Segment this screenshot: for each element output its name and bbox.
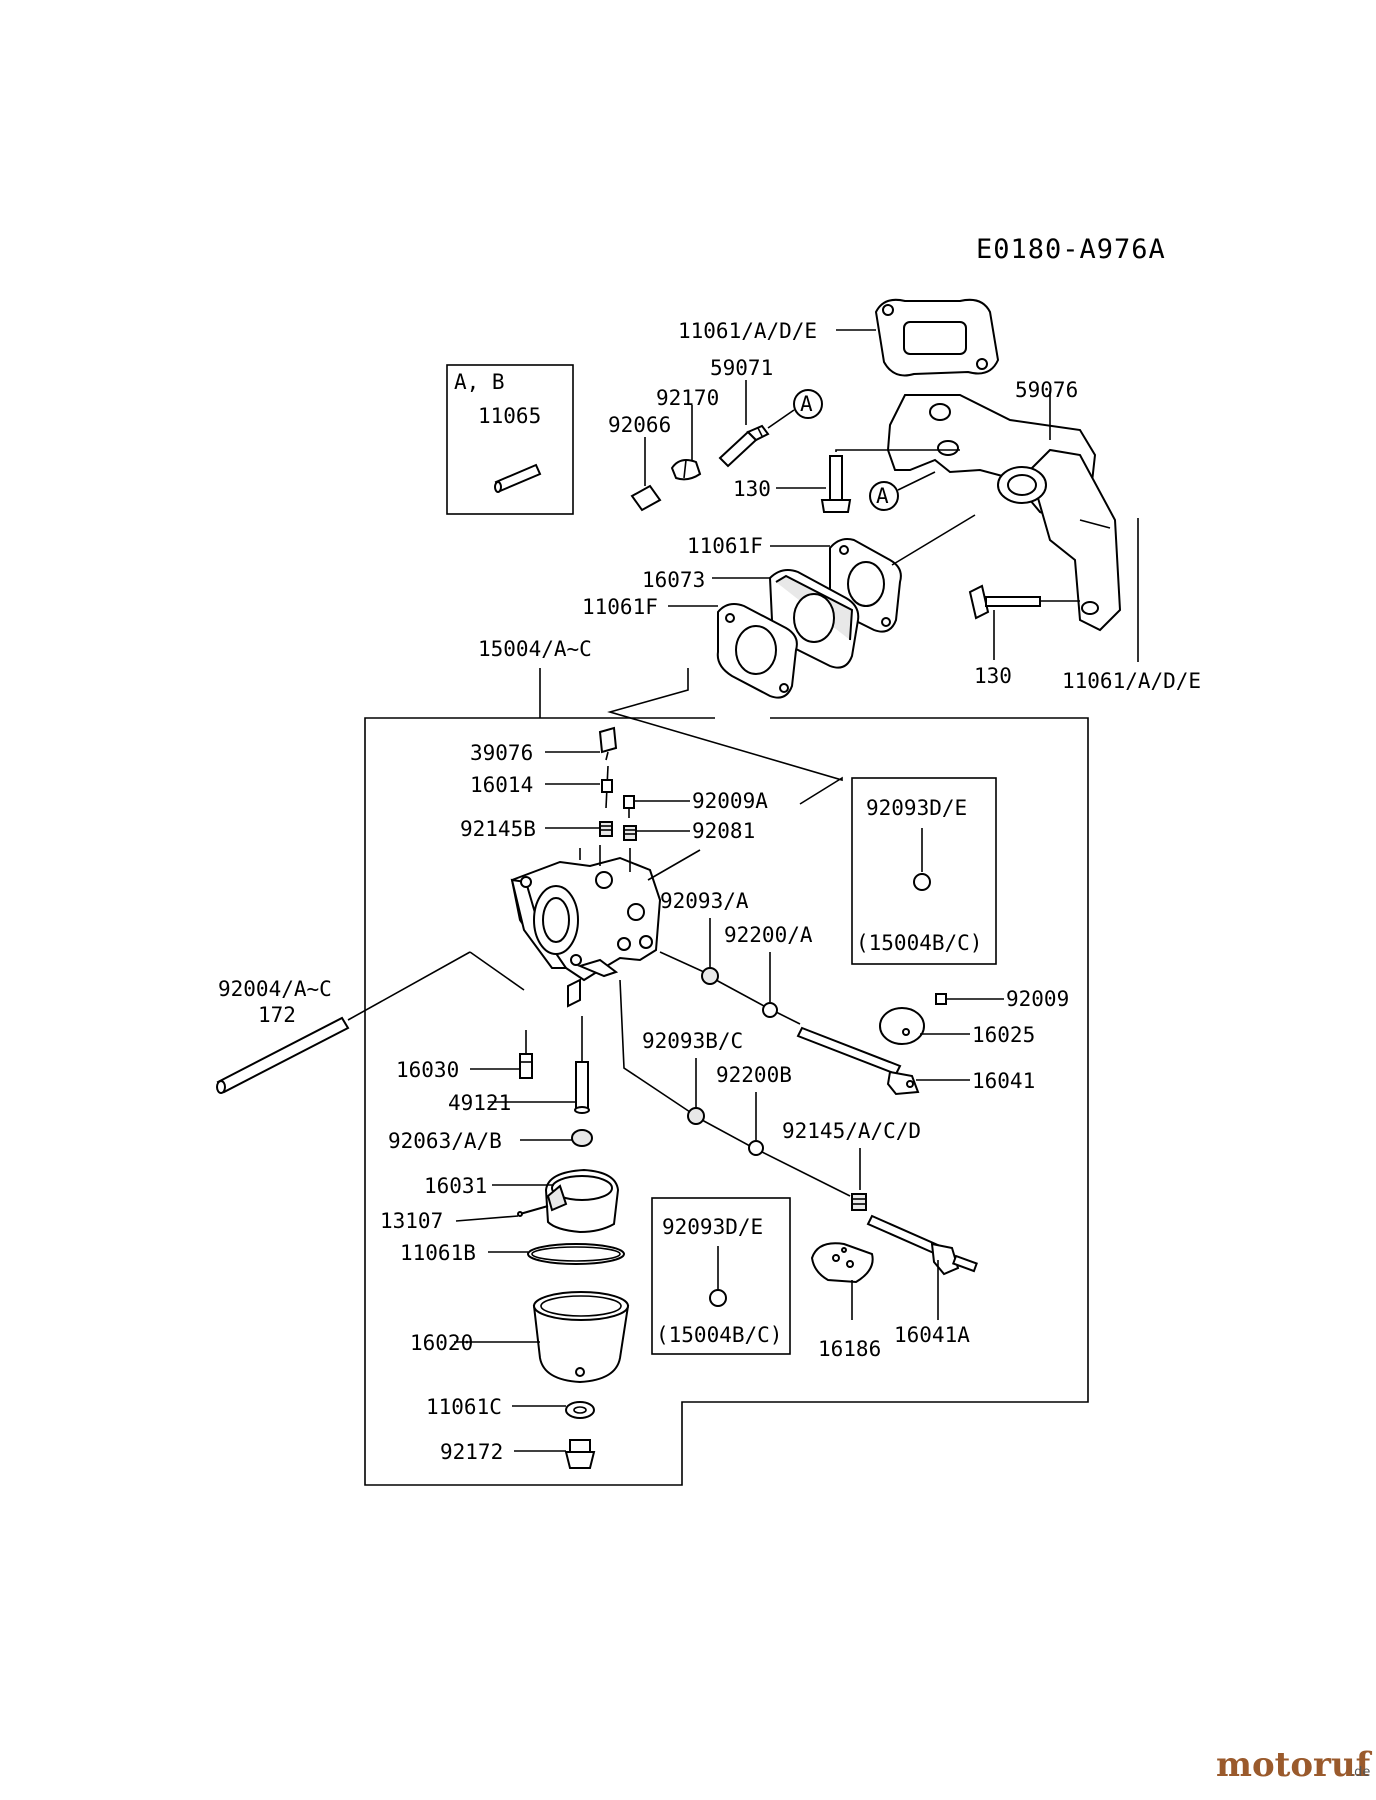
label-16186: 16186 — [818, 1337, 881, 1361]
label-92066: 92066 — [608, 413, 671, 437]
plate-16186-part — [810, 1242, 874, 1284]
label-11061b: 11061B — [400, 1241, 476, 1265]
spring-92145acd-part — [851, 1193, 867, 1211]
label-11061-ade-top: 11061/A/D/E — [678, 319, 817, 343]
gasket-11061c-part — [565, 1401, 595, 1419]
plate-16025-part — [879, 1007, 925, 1045]
label-15004: 15004/A~C — [478, 637, 592, 661]
oring-92093bc-part — [687, 1107, 705, 1125]
box-d2-part: 92093D/E — [662, 1215, 763, 1239]
spring-92145b-part — [599, 821, 613, 837]
label-16014: 16014 — [470, 773, 533, 797]
label-39076: 39076 — [470, 741, 533, 765]
label-11061c: 11061C — [426, 1395, 502, 1419]
label-59076: 59076 — [1015, 378, 1078, 402]
carburetor-body-part — [510, 856, 662, 1008]
box-d2-note: (15004B/C) — [656, 1323, 782, 1347]
svg-text:A: A — [876, 484, 889, 508]
screw-92009a-part — [623, 795, 635, 818]
diagram-code: E0180-A976A — [976, 234, 1166, 265]
label-92063: 92063/A/B — [388, 1129, 502, 1153]
cap-92066-part — [630, 484, 662, 512]
bolt-130-lower-part — [968, 584, 1041, 620]
label-16073: 16073 — [642, 568, 705, 592]
label-130b: 130 — [974, 664, 1012, 688]
box-92093de-lower: 92093D/E (15004B/C) — [651, 1197, 791, 1355]
bolt-130-upper-part — [820, 455, 852, 513]
carburetor-frame — [364, 717, 1089, 1486]
label-92093a: 92093/A — [660, 889, 749, 913]
label-92145b: 92145B — [460, 817, 536, 841]
label-16020: 16020 — [410, 1331, 473, 1355]
gasket-11061b-part — [527, 1243, 625, 1265]
box-ab-title: A, B — [454, 370, 505, 394]
shaft-16041-part — [796, 1026, 920, 1096]
ref-marker-a-lower: A — [869, 471, 936, 511]
label-92004: 92004/A~C — [218, 977, 332, 1001]
label-92093bc: 92093B/C — [642, 1029, 743, 1053]
fitting-59071-part — [718, 424, 770, 468]
label-92009: 92009 — [1006, 987, 1069, 1011]
pin-11065-part — [494, 463, 542, 493]
label-11061f-1: 11061F — [687, 534, 763, 558]
box-ab-part: 11065 — [478, 404, 541, 428]
gasket-11061f-left-part — [716, 603, 798, 699]
label-92145acd: 92145/A/C/D — [782, 1119, 921, 1143]
bolt-92172-part — [564, 1439, 596, 1469]
box-d1-part: 92093D/E — [866, 796, 967, 820]
float-16031-part — [544, 1168, 620, 1234]
box-ab: A, B 11065 — [446, 364, 574, 515]
tube-49121-part — [574, 1061, 590, 1114]
nut-92063-part — [571, 1129, 593, 1147]
jet-16030-part — [519, 1053, 533, 1079]
label-16041: 16041 — [972, 1069, 1035, 1093]
label-92170: 92170 — [656, 386, 719, 410]
label-92200a: 92200/A — [724, 923, 813, 947]
ref-marker-a-top: A — [767, 389, 823, 429]
box-d1-note: (15004B/C) — [856, 931, 982, 955]
shaft-16041a-part — [866, 1214, 978, 1276]
manifold-59076-part — [886, 394, 1122, 632]
label-16030: 16030 — [396, 1058, 459, 1082]
label-130a: 130 — [733, 477, 771, 501]
label-92172: 92172 — [440, 1440, 503, 1464]
cap-39076-part — [598, 726, 618, 761]
label-92009a: 92009A — [692, 789, 768, 813]
svg-text:A: A — [800, 392, 813, 416]
label-172: 172 — [258, 1003, 296, 1027]
spring-92081-part — [623, 825, 637, 841]
screw-92009-part — [935, 993, 947, 1005]
watermark-tld: .de — [1350, 1765, 1370, 1780]
label-49121: 49121 — [448, 1091, 511, 1115]
pin-13107-part — [517, 1205, 549, 1217]
label-11061f-2: 11061F — [582, 595, 658, 619]
label-13107: 13107 — [380, 1209, 443, 1233]
label-92081: 92081 — [692, 819, 755, 843]
clamp-92170-part — [670, 459, 702, 481]
bowl-16020-part — [532, 1291, 630, 1384]
stud-92004-part — [216, 1016, 350, 1094]
label-59071: 59071 — [710, 356, 773, 380]
washer-92200b-part — [748, 1140, 764, 1156]
oring-92093a-part — [701, 967, 719, 985]
label-16025: 16025 — [972, 1023, 1035, 1047]
washer-92200a-part — [762, 1002, 778, 1018]
box-92093de-right: 92093D/E (15004B/C) — [851, 777, 997, 965]
gasket-11061-top-part — [874, 298, 1000, 377]
label-16031: 16031 — [424, 1174, 487, 1198]
label-16041a: 16041A — [894, 1323, 970, 1347]
screw-16014-part — [601, 765, 613, 809]
label-92200b: 92200B — [716, 1063, 792, 1087]
watermark: motoruf .de — [1216, 1745, 1373, 1785]
watermark-name: motoruf — [1216, 1745, 1373, 1785]
label-11061-ade-bot: 11061/A/D/E — [1062, 669, 1201, 693]
